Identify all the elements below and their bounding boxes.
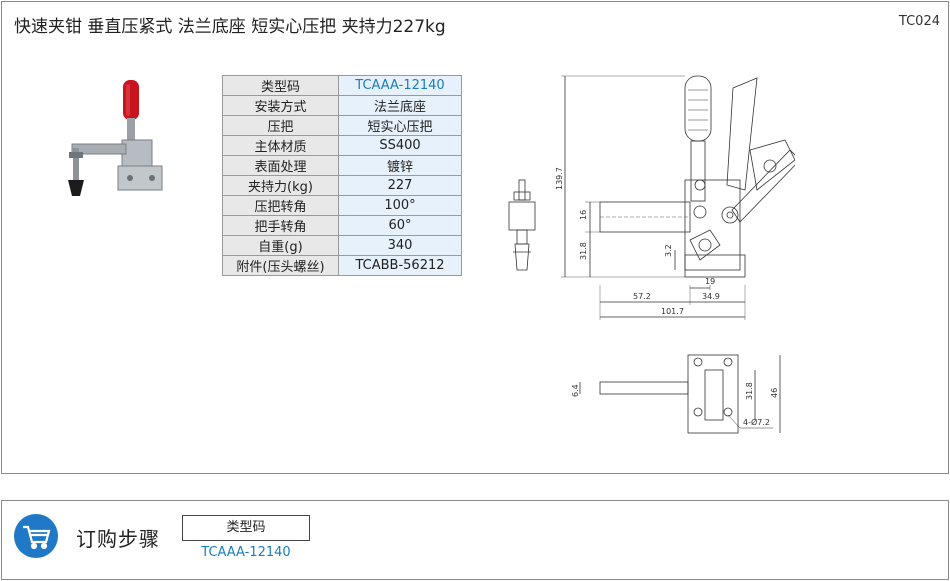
spec-label: 主体材质 <box>222 135 339 156</box>
spec-value: 短实心压把 <box>338 115 462 136</box>
spec-value: SS400 <box>338 135 462 156</box>
order-type-value[interactable]: TCAAA-12140 <box>201 545 291 560</box>
dim-31-8b: 31.8 <box>745 382 754 400</box>
order-steps-title: 订购步骤 <box>76 527 160 551</box>
dim-3-2: 3.2 <box>664 244 673 257</box>
spec-label: 附件(压头螺丝) <box>222 255 339 276</box>
spec-value: 227 <box>338 175 462 196</box>
dim-holes: 4-Ø7.2 <box>743 417 770 427</box>
cart-icon <box>14 514 58 558</box>
dim-16: 16 <box>579 210 588 220</box>
table-row: 附件(压头螺丝)TCABB-56212 <box>222 255 462 276</box>
dim-6-4: 6.4 <box>571 384 580 397</box>
spec-label: 自重(g) <box>222 235 339 256</box>
spec-label: 安装方式 <box>222 95 339 116</box>
product-panel <box>1 1 949 474</box>
spec-label: 把手转角 <box>222 215 339 236</box>
side-view <box>561 75 795 320</box>
page-title: 快速夹钳 垂直压紧式 法兰底座 短实心压把 夹持力227kg <box>14 17 446 37</box>
technical-drawing: 139.7 16 31.8 3.2 19 57.2 34.9 101.7 6.4… <box>508 75 795 434</box>
product-photo <box>68 80 163 196</box>
dim-101-7: 101.7 <box>661 307 684 316</box>
spec-value: 60° <box>338 215 462 236</box>
dim-19: 19 <box>705 277 715 286</box>
top-view <box>579 354 781 434</box>
spec-value: 340 <box>338 235 462 256</box>
table-row: 压把短实心压把 <box>222 115 462 136</box>
dim-34-9: 34.9 <box>702 292 720 301</box>
spindle-view <box>508 179 536 271</box>
dim-height: 139.7 <box>555 167 564 190</box>
spec-label: 压把转角 <box>222 195 339 216</box>
dim-46: 46 <box>770 388 779 398</box>
spec-label: 表面处理 <box>222 155 339 176</box>
spec-value: 100° <box>338 195 462 216</box>
table-row: 夹持力(kg)227 <box>222 175 462 196</box>
product-code: TC024 <box>898 14 940 29</box>
spec-value: TCABB-56212 <box>338 255 462 276</box>
spec-label: 类型码 <box>222 75 339 96</box>
spec-value: 镀锌 <box>338 155 462 176</box>
dim-31-8: 31.8 <box>579 242 588 260</box>
spec-label: 压把 <box>222 115 339 136</box>
table-row: 表面处理镀锌 <box>222 155 462 176</box>
order-panel <box>1 500 949 580</box>
dim-57-2: 57.2 <box>633 292 651 301</box>
spec-value: 法兰底座 <box>338 95 462 116</box>
spec-label: 夹持力(kg) <box>222 175 339 196</box>
table-row: 自重(g)340 <box>222 235 462 256</box>
table-row: 安装方式法兰底座 <box>222 95 462 116</box>
spec-value[interactable]: TCAAA-12140 <box>338 75 462 96</box>
order-type-label: 类型码 <box>182 515 310 541</box>
